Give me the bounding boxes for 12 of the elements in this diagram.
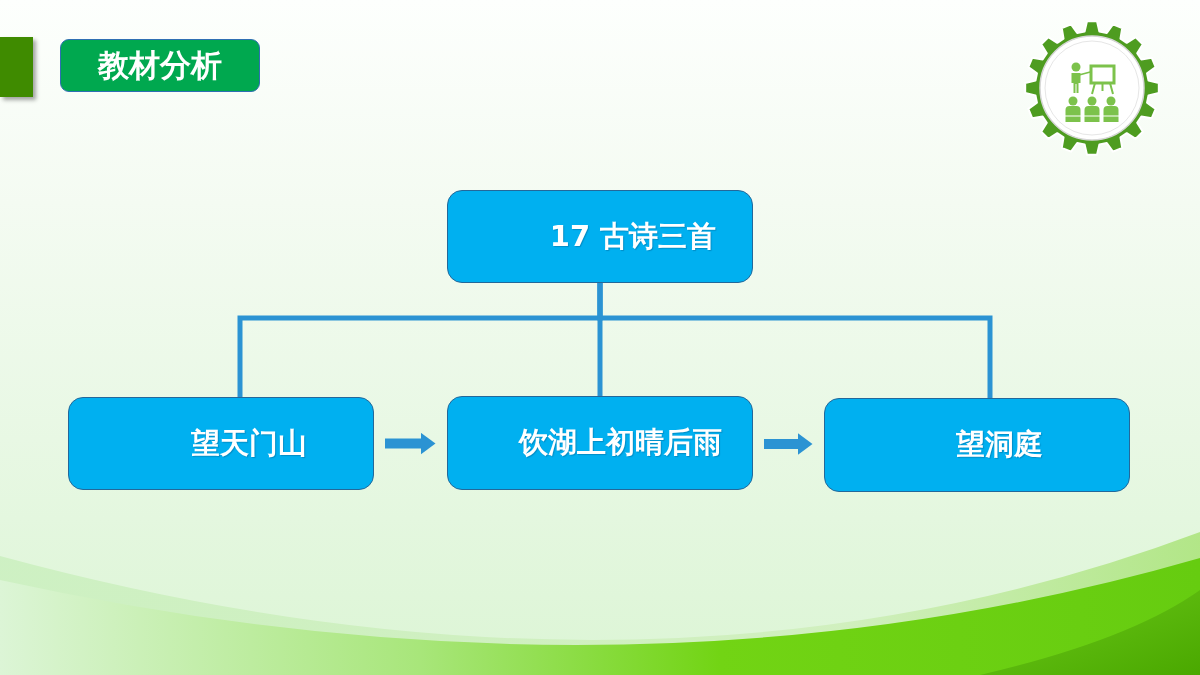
- topic-label: 望洞庭: [955, 428, 1043, 462]
- topic-box: [824, 398, 1130, 492]
- topic-label: 17 古诗三首: [549, 219, 717, 254]
- topic-box: [447, 396, 753, 490]
- connector-line: [597, 283, 993, 398]
- topic-box: [68, 397, 374, 490]
- arrow: [764, 433, 813, 455]
- topic-label: 饮湖上初晴后雨: [518, 426, 722, 460]
- arrow: [385, 432, 436, 455]
- topic-label: 望天门山: [191, 426, 307, 461]
- topic-box: [447, 190, 753, 283]
- heading-text: 教材分析: [98, 48, 222, 83]
